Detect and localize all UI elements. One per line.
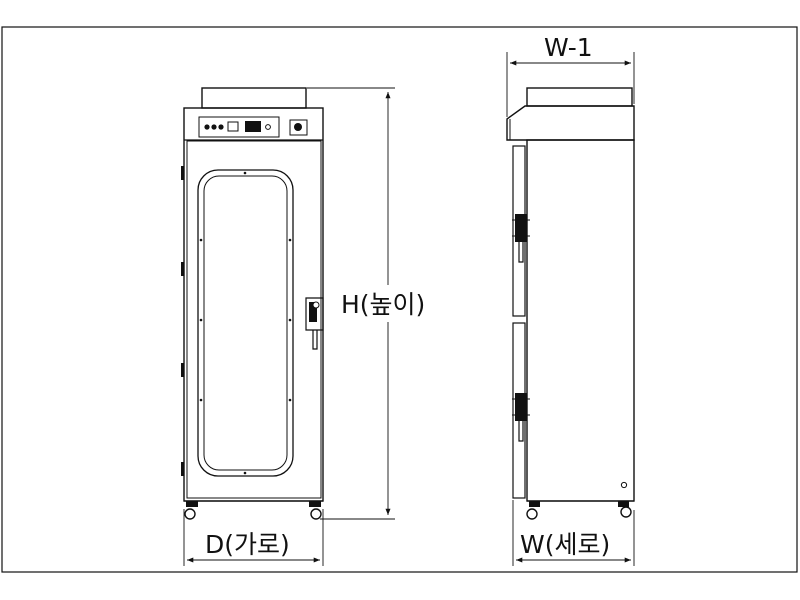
side-cabinet-body [526, 139, 635, 502]
door-handle-icon [305, 297, 324, 350]
width-dimension [512, 500, 635, 566]
control-panel [198, 116, 280, 138]
width-label: W(세로) [520, 530, 610, 559]
window-screws [199, 171, 292, 475]
height-dimension [307, 87, 395, 520]
side-top-panel [506, 105, 635, 141]
side-view [506, 87, 635, 520]
door-hinges [181, 166, 184, 476]
front-top-box [201, 87, 307, 109]
drawing-frame [1, 26, 798, 573]
front-door [186, 140, 322, 499]
top-width-dimension [506, 52, 635, 117]
side-top-box [526, 87, 633, 107]
side-handle-lower-icon [512, 393, 530, 442]
door-window-outer [197, 169, 294, 477]
front-casters [184, 501, 322, 520]
side-handle-upper-icon [512, 214, 530, 263]
top-width-label: W-1 [544, 33, 593, 62]
side-port [620, 481, 628, 489]
height-label: H(높이) [341, 290, 425, 319]
side-casters [526, 501, 632, 520]
depth-label: D(가로) [205, 530, 290, 559]
front-view [181, 87, 324, 520]
power-switch-icon [289, 119, 308, 136]
front-cabinet-body [183, 107, 324, 502]
control-panel-buttons [204, 121, 271, 132]
depth-dimension [183, 509, 324, 566]
door-window-inner [203, 175, 288, 471]
